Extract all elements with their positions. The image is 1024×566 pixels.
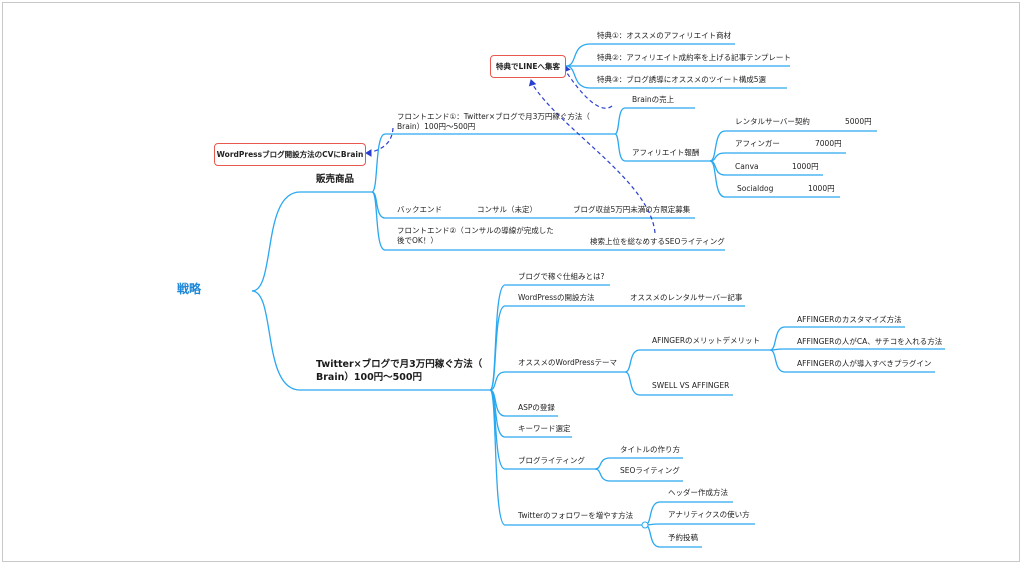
node-aff-affinger[interactable]: アフィンガー — [735, 139, 780, 148]
branch-connector — [489, 371, 625, 391]
branch-connector — [251, 290, 490, 391]
branch-connector — [709, 160, 840, 198]
branch-connector — [371, 133, 615, 193]
node-wp-setup[interactable]: WordPressの開設方法 — [518, 293, 595, 302]
branch-connector — [594, 457, 683, 470]
node-aff-rental[interactable]: レンタルサーバー契約 — [735, 117, 810, 126]
node-asp[interactable]: ASPの登録 — [518, 403, 555, 412]
node-affinger-plugin[interactable]: AFFINGERの人が導入すべきプラグイン — [797, 359, 932, 368]
node-writing[interactable]: ブログライティング — [518, 456, 585, 465]
branch-connector — [709, 130, 877, 162]
node-seo-writing[interactable]: SEOライティング — [620, 466, 680, 475]
branch-connector — [565, 43, 735, 67]
node-theme[interactable]: オススメのWordPressテーマ — [518, 358, 618, 367]
arrowhead-icon — [365, 149, 372, 157]
branch-connector — [251, 191, 372, 292]
node-benefit-2[interactable]: 特典②：アフィリエイト成約率を上げる記事テンプレート — [597, 53, 791, 62]
node-aff-socialdog[interactable]: Socialdog — [737, 184, 774, 193]
node-header[interactable]: ヘッダー作成方法 — [668, 488, 728, 497]
root-node[interactable]: 戦略 — [177, 282, 202, 296]
branch-connector — [769, 326, 905, 351]
node-frontend1-line1[interactable]: フロントエンド①：Twitter×ブログで月3万円稼ぐ方法（ — [397, 112, 590, 121]
branch-connector — [614, 133, 710, 162]
branch-connector — [624, 349, 770, 373]
branch-connector — [371, 191, 725, 251]
branch-connector — [489, 305, 745, 391]
node-frontend1-line2[interactable]: Brain）100円〜500円 — [397, 122, 476, 131]
relation-arrow — [564, 69, 613, 109]
aff-rental-amount: 5000円 — [845, 117, 872, 126]
aff-socialdog-amount: 1000円 — [808, 184, 835, 193]
branch-connector — [709, 152, 846, 162]
node-seo-writing-product[interactable]: 検索上位を総なめするSEOライティング — [590, 237, 725, 246]
callout-line-promo[interactable]: 特典でLINEへ集客 — [490, 55, 566, 78]
node-benefit-1[interactable]: 特典①：オススメのアフィリエイト商材 — [597, 31, 732, 40]
node-frontend2-line1[interactable]: フロントエンド②（コンサルの導線が完成した — [397, 226, 554, 235]
callout-wordpress-cv[interactable]: WordPressブログ開設方法のCVにBrain — [214, 143, 366, 166]
collapse-toggle[interactable] — [641, 521, 649, 529]
branch-connector — [644, 523, 755, 526]
aff-canva-amount: 1000円 — [792, 162, 819, 171]
node-benefit-3[interactable]: 特典③：ブログ誘導にオススメのツイート構成5選 — [597, 75, 766, 84]
branch-connector — [769, 349, 935, 373]
node-twitter-followers[interactable]: Twitterのフォロワーを増やす方法 — [518, 511, 634, 520]
node-keyword[interactable]: キーワード選定 — [518, 424, 571, 433]
node-mechanism[interactable]: ブログで稼ぐ仕組みとは? — [518, 272, 605, 281]
node-affiliate[interactable]: アフィリエイト報酬 — [632, 148, 700, 157]
node-frontend2-line2[interactable]: 後でOK！） — [397, 236, 438, 245]
relation-arrow — [530, 81, 656, 234]
node-products[interactable]: 販売商品 — [316, 174, 355, 185]
node-affinger-customize[interactable]: AFFINGERのカスタマイズ方法 — [797, 315, 902, 324]
node-aff-canva[interactable]: Canva — [735, 162, 759, 171]
branch-connector — [565, 65, 787, 89]
branch-connector — [624, 371, 733, 396]
branch-connector — [594, 468, 683, 482]
node-rental-article[interactable]: オススメのレンタルサーバー記事 — [630, 293, 743, 302]
node-backend-note[interactable]: ブログ収益5万円未満の方限定募集 — [573, 205, 691, 214]
arrowhead-icon — [528, 79, 537, 87]
aff-affinger-amount: 7000円 — [815, 139, 842, 148]
branch-connector — [489, 389, 645, 526]
node-analytics[interactable]: アナリティクスの使い方 — [668, 510, 750, 519]
node-backend-consult[interactable]: コンサル（未定） — [477, 205, 537, 214]
node-swell-vs[interactable]: SWELL VS AFFINGER — [652, 381, 730, 390]
node-backend[interactable]: バックエンド — [397, 205, 442, 214]
node-scheduled-post[interactable]: 予約投稿 — [668, 533, 698, 542]
node-title-making[interactable]: タイトルの作り方 — [620, 445, 680, 454]
node-affinger-ca[interactable]: AFFINGERの人がCA、サチコを入れる方法 — [797, 337, 943, 346]
node-brain-sales[interactable]: Brainの売上 — [632, 95, 675, 104]
node-course-line1[interactable]: Twitter×ブログで月3万円稼ぐ方法（ — [316, 359, 483, 370]
branch-connector — [769, 348, 945, 351]
branch-connector — [614, 107, 695, 135]
node-course-line2[interactable]: Brain）100円〜500円 — [316, 372, 423, 383]
node-affinger-merit[interactable]: AFINGERのメリットデメリット — [652, 336, 761, 345]
